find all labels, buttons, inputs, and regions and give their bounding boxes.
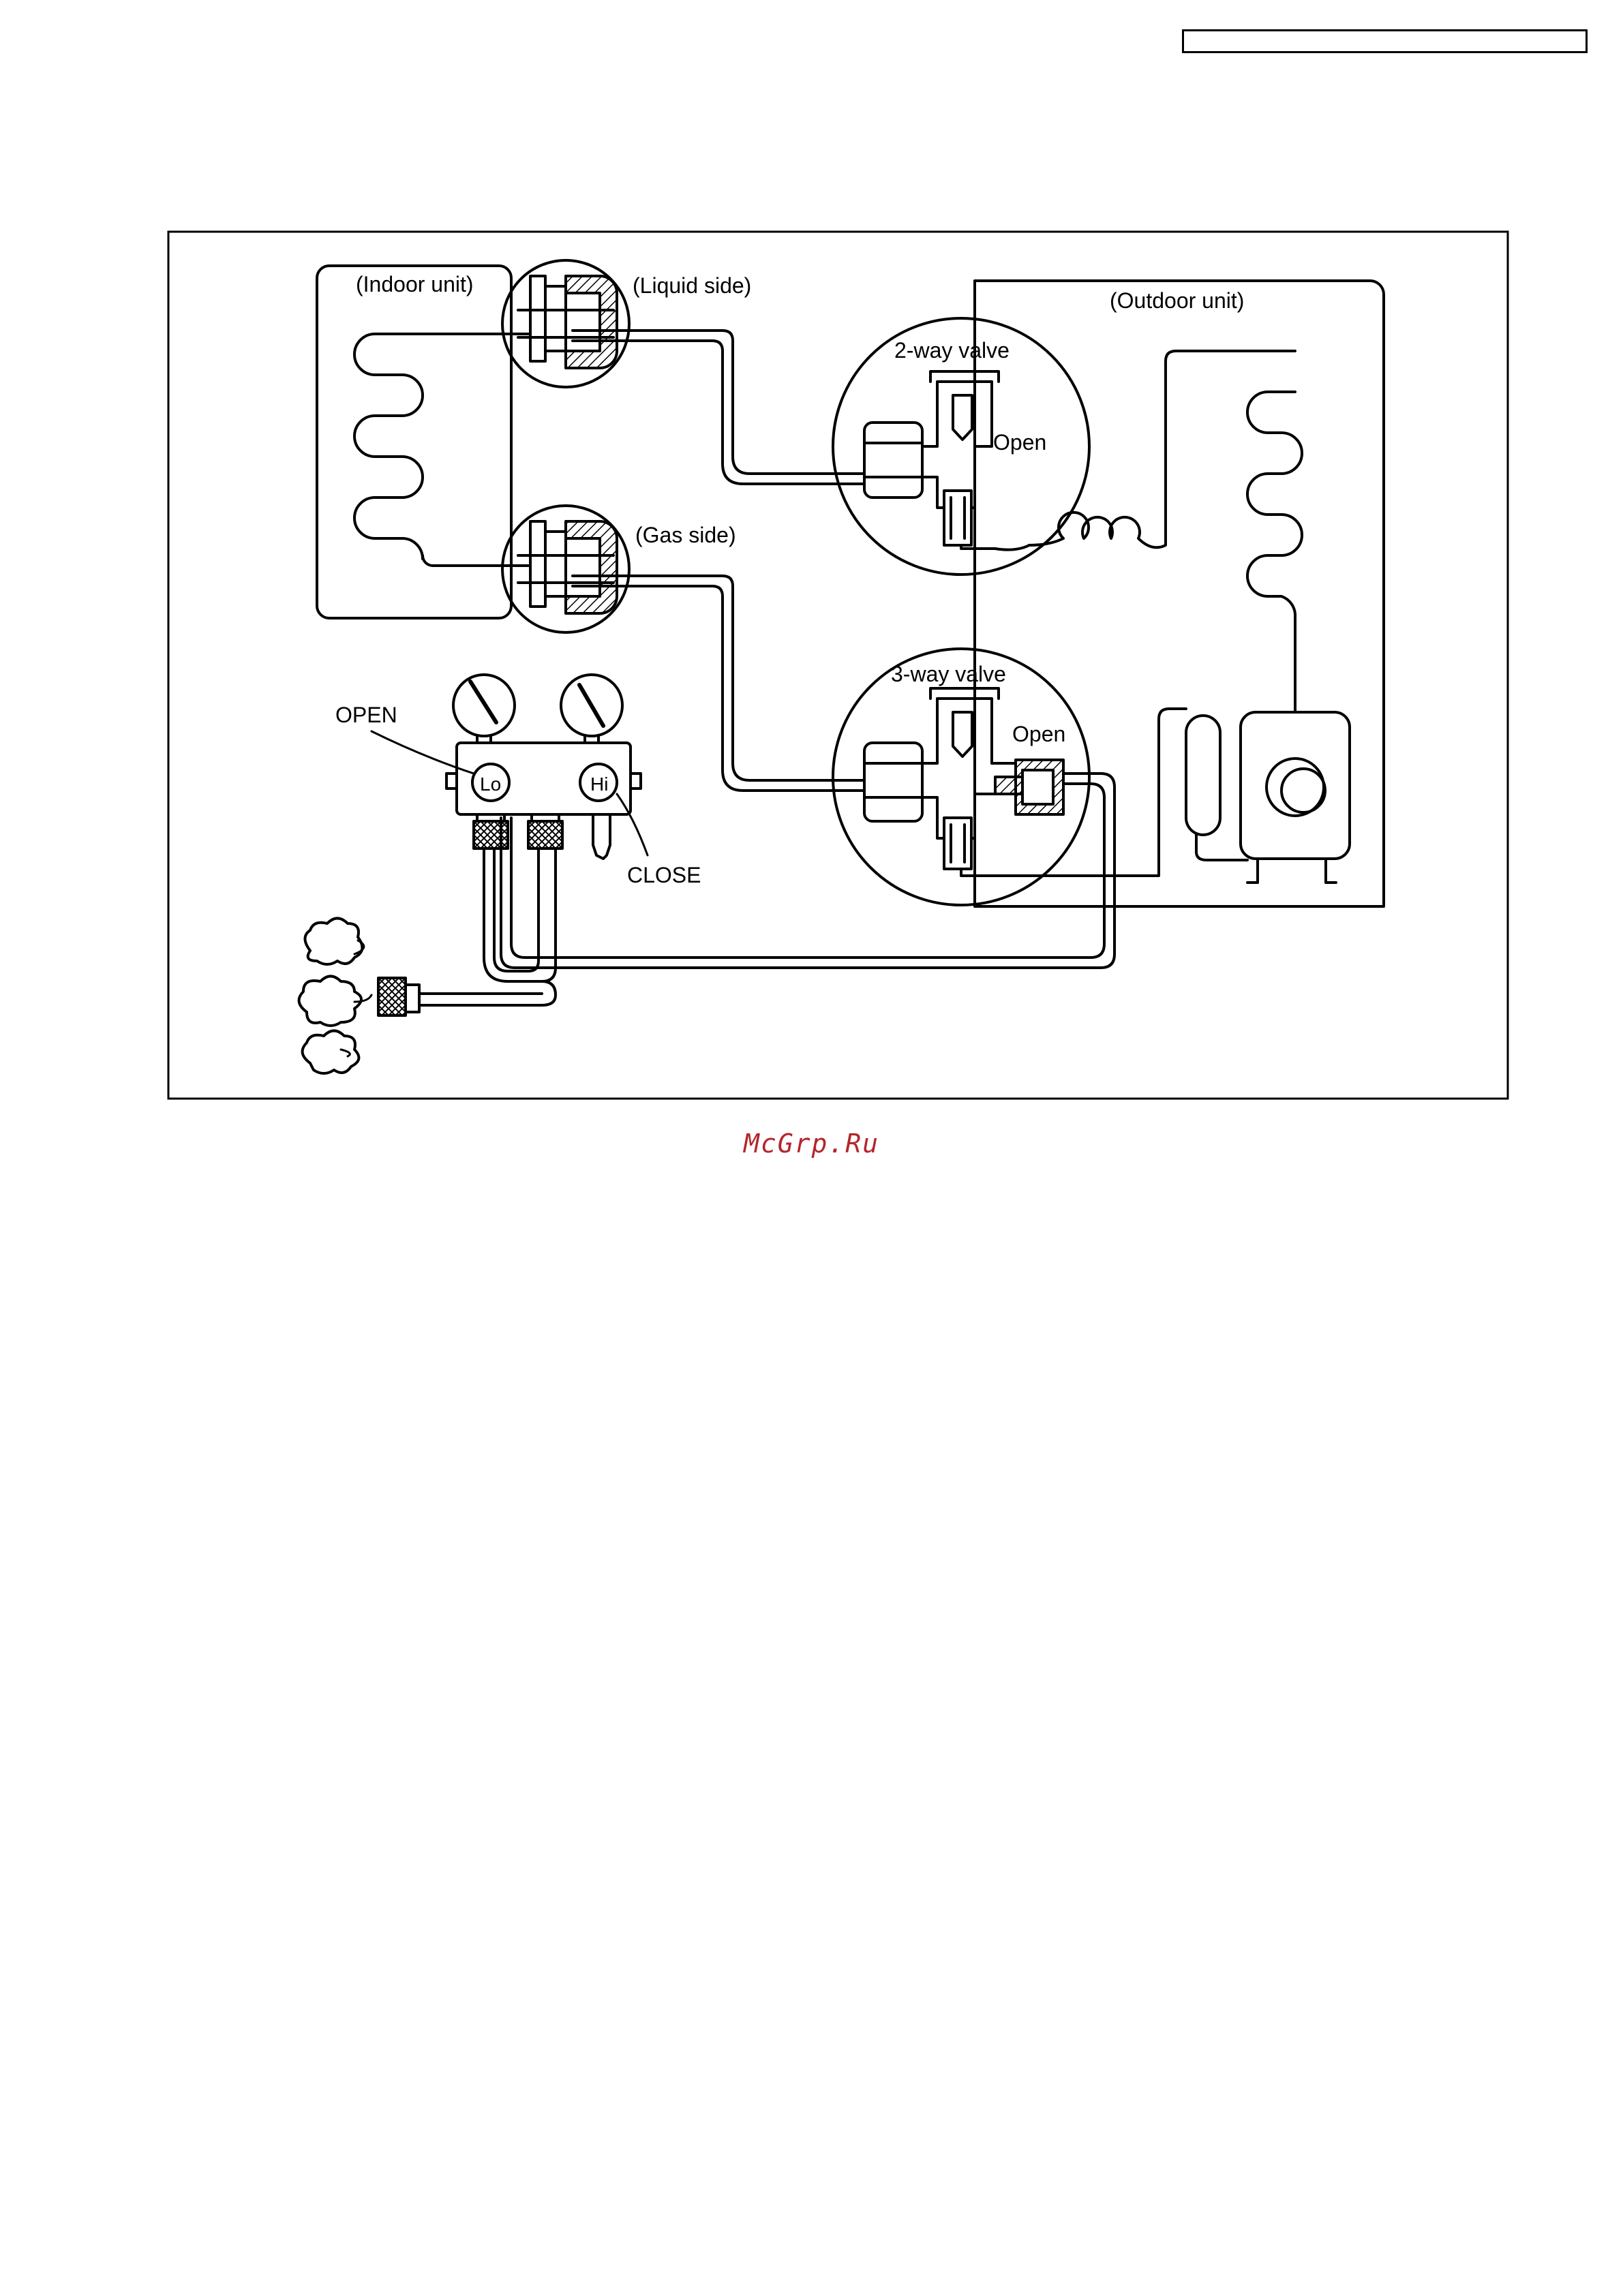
purge-hose bbox=[419, 981, 556, 1005]
outdoor-unit-label: (Outdoor unit) bbox=[1110, 288, 1244, 313]
two-way-state-label: Open bbox=[993, 430, 1046, 455]
hi-port bbox=[593, 814, 610, 859]
accumulator bbox=[1186, 716, 1220, 835]
hi-state-label: CLOSE bbox=[627, 863, 701, 887]
purge-gas-cloud-1 bbox=[305, 919, 363, 965]
open-leader-line bbox=[371, 731, 474, 774]
liquid-side-label: (Liquid side) bbox=[633, 273, 751, 298]
hi-knob-label: Hi bbox=[590, 774, 608, 795]
purge-gas-cloud-2 bbox=[299, 977, 361, 1026]
three-way-state-label: Open bbox=[1012, 722, 1065, 746]
capillary-coil bbox=[1029, 351, 1295, 547]
purge-fitting bbox=[378, 978, 406, 1015]
two-way-valve-label: 2-way valve bbox=[894, 338, 1010, 363]
purge-gas-cloud-3 bbox=[303, 1031, 359, 1074]
lo-knob-label: Lo bbox=[480, 774, 501, 795]
compressor bbox=[1241, 712, 1350, 859]
watermark: McGrp.Ru bbox=[0, 1129, 1623, 1159]
gas-side-label: (Gas side) bbox=[635, 523, 736, 547]
three-way-valve-label: 3-way valve bbox=[891, 662, 1006, 686]
lo-state-label: OPEN bbox=[335, 703, 397, 727]
close-leader-line bbox=[617, 794, 648, 855]
center-hose-fitting bbox=[528, 821, 562, 848]
lo-hose-fitting bbox=[474, 821, 508, 848]
indoor-unit-label: (Indoor unit) bbox=[356, 272, 474, 296]
